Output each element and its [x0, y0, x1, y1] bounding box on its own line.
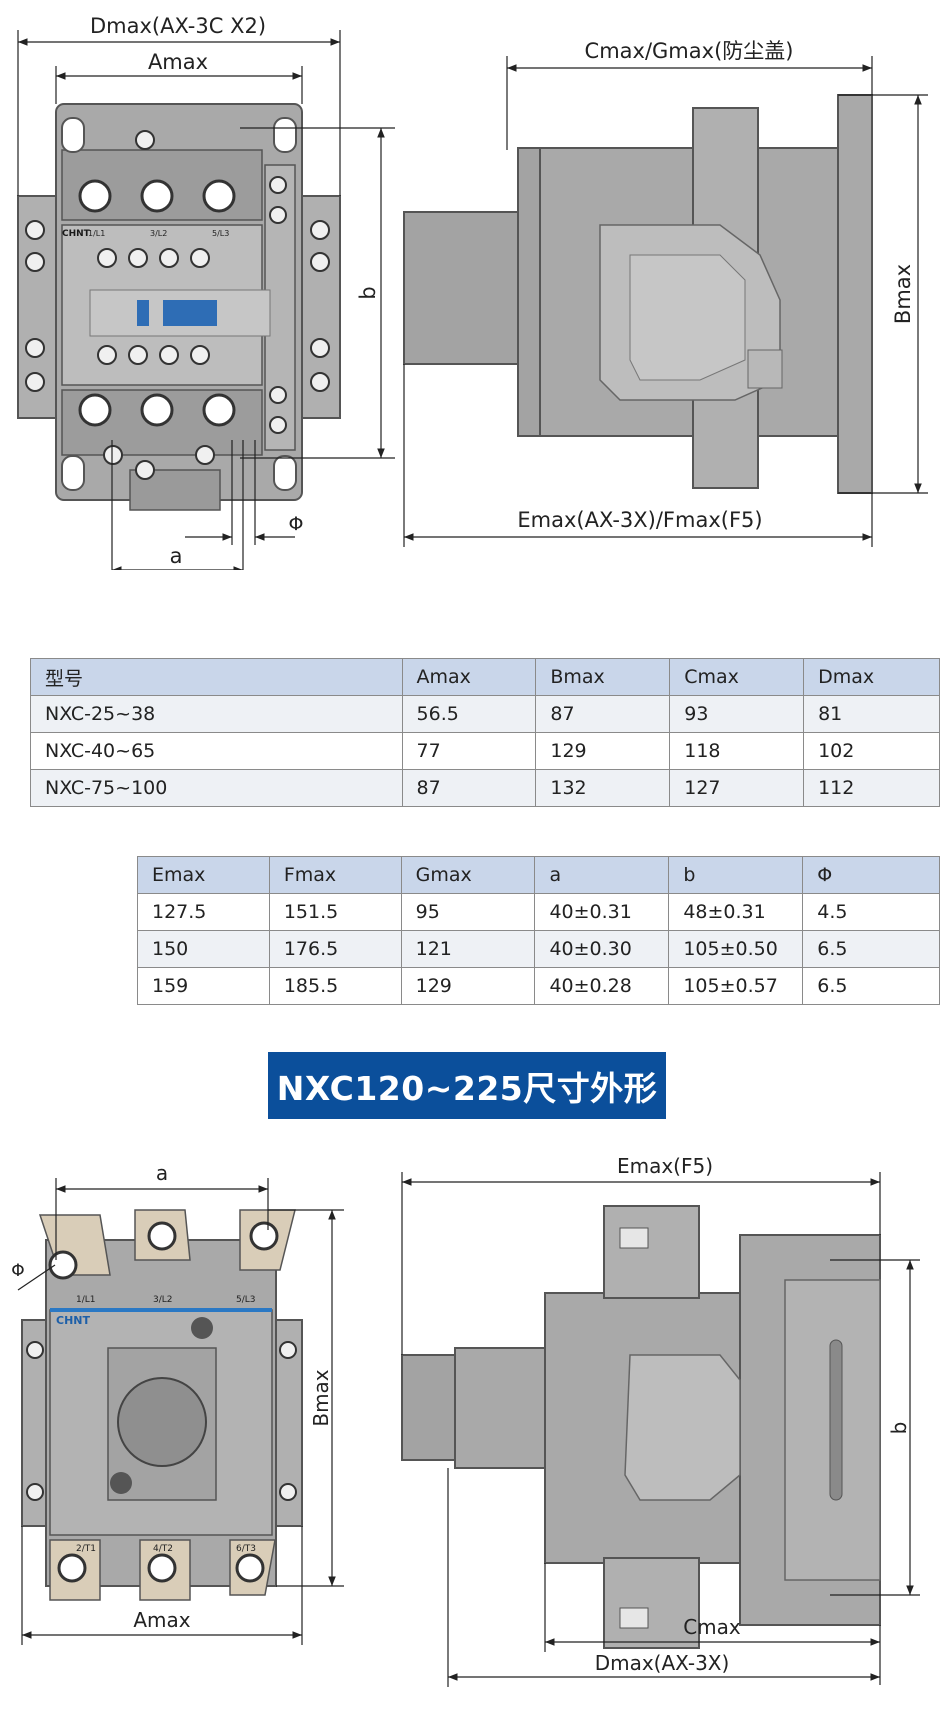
cmax-label: Cmax/Gmax(防尘盖) — [585, 39, 794, 63]
table-header-cell: b — [668, 856, 804, 894]
terminal-label: 1/L1 — [88, 229, 105, 238]
table-cell: NXC-40~65 — [30, 732, 403, 770]
table-header-cell: Dmax — [803, 658, 940, 696]
table-cell: 87 — [535, 695, 671, 733]
table-header-cell: a — [534, 856, 670, 894]
table-row: NXC-25~38 56.5 87 93 81 — [30, 695, 940, 733]
emax-label: Emax(AX-3X)/Fmax(F5) — [517, 508, 762, 532]
top-logo: CHNT — [62, 229, 91, 239]
table-cell: 150 — [137, 930, 270, 968]
bottom-a-label: a — [156, 1161, 168, 1185]
top-front-dimensions — [17, 30, 395, 570]
table-cell: 118 — [669, 732, 805, 770]
spec-table-2: Emax Fmax Gmax a b Φ 127.5 151.5 95 40±0… — [137, 856, 940, 1005]
table-cell: 102 — [803, 732, 940, 770]
terminal-label: 5/L3 — [212, 229, 229, 238]
table-cell: 132 — [535, 769, 671, 807]
table-cell: 40±0.30 — [534, 930, 670, 968]
bottom-b-label: b — [887, 1422, 911, 1435]
top-front-view: CHNT 1/L1 3/L2 5/L3 — [17, 103, 341, 511]
terminal-label: 4/T2 — [153, 1544, 173, 1554]
bottom-side-view — [401, 1205, 881, 1649]
bottom-bmax-label: Bmax — [309, 1369, 333, 1426]
phi-label: Φ — [289, 513, 304, 535]
bottom-dimension-drawing: CHNT 1/L1 3/L2 5/L3 2/T1 4/T2 6/T3 a Φ B… — [11, 1154, 920, 1687]
amax-label: Amax — [148, 50, 208, 74]
table-cell: 129 — [535, 732, 671, 770]
table-cell: 176.5 — [268, 930, 402, 968]
table-cell: 95 — [400, 893, 536, 931]
terminal-label: 6/T3 — [236, 1544, 256, 1554]
bottom-amax-label: Amax — [133, 1608, 190, 1632]
bottom-logo: CHNT — [56, 1314, 90, 1327]
table-row: 150 176.5 121 40±0.30 105±0.50 6.5 — [137, 930, 940, 968]
table-cell: 40±0.28 — [534, 967, 670, 1005]
table-cell: 56.5 — [401, 695, 537, 733]
table-cell: 40±0.31 — [534, 893, 670, 931]
table-header-cell: Emax — [137, 856, 270, 894]
table-cell: NXC-25~38 — [30, 695, 403, 733]
table-header-row: 型号 Amax Bmax Cmax Dmax — [30, 658, 940, 696]
terminal-label: 3/L2 — [153, 1295, 173, 1305]
table-header-cell: Bmax — [535, 658, 671, 696]
bottom-phi-label: Φ — [11, 1261, 24, 1281]
bottom-front-view: CHNT 1/L1 3/L2 5/L3 2/T1 4/T2 6/T3 — [21, 1209, 303, 1601]
terminal-label: 3/L2 — [150, 229, 167, 238]
table-cell: 77 — [401, 732, 537, 770]
table-row: NXC-75~100 87 132 127 112 — [30, 769, 940, 807]
a-label: a — [170, 544, 183, 568]
table-cell: 129 — [400, 967, 536, 1005]
bottom-dmax-label: Dmax(AX-3X) — [595, 1651, 730, 1675]
section-banner: NXC120~225尺寸外形 — [268, 1052, 666, 1119]
bottom-cmax-label: Cmax — [683, 1615, 741, 1639]
table-cell: 81 — [803, 695, 940, 733]
terminal-label: 5/L3 — [236, 1295, 256, 1305]
table-cell: 127.5 — [137, 893, 270, 931]
top-side-dimensions — [403, 56, 928, 547]
table-cell: 87 — [401, 769, 537, 807]
bottom-front-dimensions — [17, 1178, 344, 1645]
table-cell: 6.5 — [802, 967, 940, 1005]
table-cell: 105±0.50 — [668, 930, 804, 968]
table-row: 159 185.5 129 40±0.28 105±0.57 6.5 — [137, 967, 940, 1005]
table-cell: 121 — [400, 930, 536, 968]
bottom-side-dimensions — [401, 1172, 920, 1687]
table-header-cell: Fmax — [268, 856, 402, 894]
table-cell: NXC-75~100 — [30, 769, 403, 807]
table-cell: 112 — [803, 769, 940, 807]
bmax-label: Bmax — [891, 264, 915, 324]
top-dimension-drawing: CHNT 1/L1 3/L2 5/L3 Dmax(AX-3C X2) Amax … — [17, 14, 928, 570]
table-cell: 159 — [137, 967, 270, 1005]
table-cell: 105±0.57 — [668, 967, 804, 1005]
table-header-cell: Cmax — [669, 658, 805, 696]
table-header-cell: Φ — [802, 856, 940, 894]
b-label: b — [356, 286, 380, 299]
table-cell: 48±0.31 — [668, 893, 804, 931]
table-cell: 93 — [669, 695, 805, 733]
table-cell: 185.5 — [268, 967, 402, 1005]
table-header-cell: 型号 — [30, 658, 403, 696]
table-header-row: Emax Fmax Gmax a b Φ — [137, 856, 940, 894]
table-cell: 6.5 — [802, 930, 940, 968]
spec-table-1: 型号 Amax Bmax Cmax Dmax NXC-25~38 56.5 87… — [30, 658, 940, 807]
table-header-cell: Gmax — [400, 856, 536, 894]
terminal-label: 1/L1 — [76, 1295, 96, 1305]
dmax-label: Dmax(AX-3C X2) — [90, 14, 266, 38]
bottom-emax-label: Emax(F5) — [617, 1154, 713, 1178]
terminal-label: 2/T1 — [76, 1544, 96, 1554]
table-header-cell: Amax — [401, 658, 537, 696]
table-row: 127.5 151.5 95 40±0.31 48±0.31 4.5 — [137, 893, 940, 931]
table-row: NXC-40~65 77 129 118 102 — [30, 732, 940, 770]
top-side-view — [403, 94, 873, 494]
table-cell: 151.5 — [268, 893, 402, 931]
table-cell: 4.5 — [802, 893, 940, 931]
table-cell: 127 — [669, 769, 805, 807]
